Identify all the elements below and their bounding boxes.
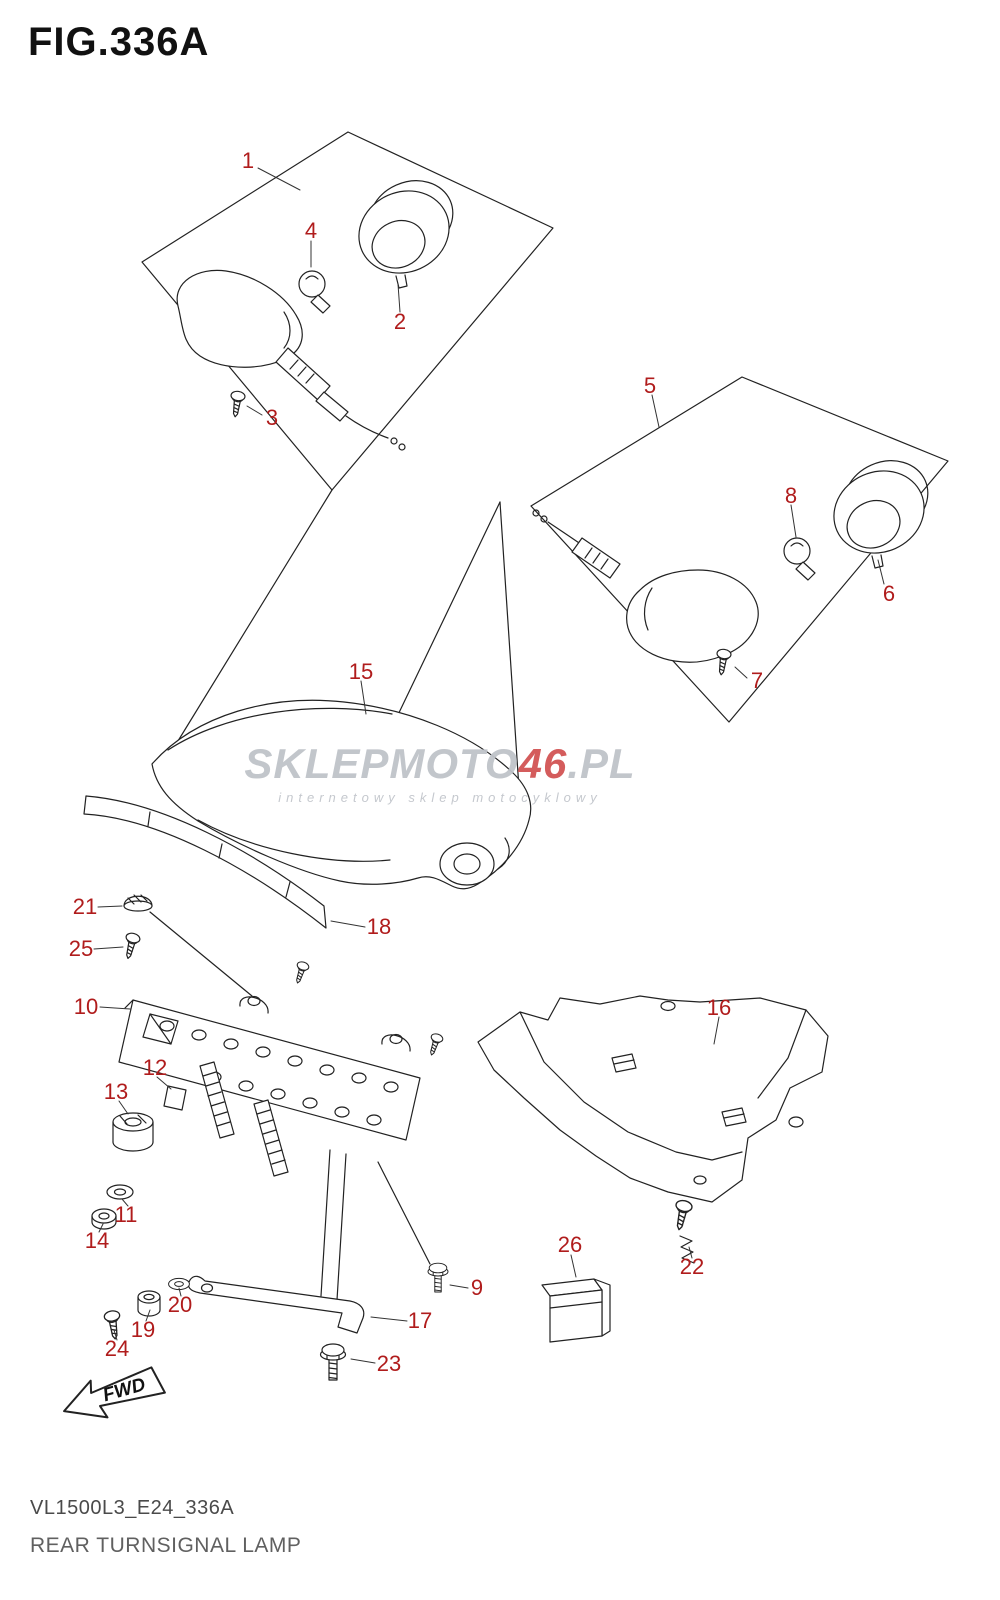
part-label-6: 6 [882, 581, 896, 606]
part-label-12: 12 [142, 1055, 168, 1080]
screw-3 [227, 389, 247, 419]
document-code: VL1500L3_E24_336A [30, 1497, 235, 1519]
figure-caption: REAR TURNSIGNAL LAMP [30, 1534, 302, 1557]
relay [541, 1278, 611, 1343]
signal-bracket-left [118, 959, 445, 1177]
part-label-5: 5 [643, 373, 657, 398]
bulb-left [298, 270, 326, 298]
lens-right [626, 569, 759, 663]
part-label-1: 1 [241, 148, 255, 173]
support-strip [187, 1275, 365, 1334]
part-label-2: 2 [393, 309, 407, 334]
part-label-24: 24 [104, 1336, 130, 1361]
lamp-housing-right [833, 460, 929, 554]
screw-25 [120, 931, 142, 961]
part-label-13: 13 [103, 1079, 129, 1104]
washer-11 [106, 1184, 134, 1200]
signal-bracket-right [477, 995, 829, 1203]
part-label-22: 22 [679, 1254, 705, 1279]
screw-7 [713, 647, 733, 677]
bolt-9 [427, 1262, 449, 1293]
leader-lines [93, 167, 885, 1364]
part-label-17: 17 [407, 1308, 433, 1333]
trim-strip [83, 795, 327, 929]
part-label-15: 15 [348, 659, 374, 684]
part-label-20: 20 [167, 1292, 193, 1317]
part-label-14: 14 [84, 1228, 110, 1253]
tail-cover [151, 699, 532, 890]
spacer-block-12 [163, 1085, 187, 1111]
cushion-grommet [123, 894, 153, 912]
part-label-9: 9 [470, 1275, 484, 1300]
figure-title: FIG.336A [28, 20, 210, 64]
tapping-screw-22 [670, 1198, 695, 1264]
mount-grommet [112, 1112, 154, 1152]
part-label-3: 3 [265, 405, 279, 430]
part-label-11: 11 [114, 1202, 138, 1227]
part-label-4: 4 [304, 218, 318, 243]
part-label-21: 21 [72, 894, 98, 919]
part-label-25: 25 [68, 936, 94, 961]
clamp-screw-right [425, 1031, 445, 1058]
part-label-7: 7 [750, 668, 764, 693]
part-label-10: 10 [73, 994, 99, 1019]
bolt-23 [319, 1343, 347, 1381]
bulb-right [783, 537, 811, 565]
part-label-16: 16 [706, 995, 732, 1020]
part-label-18: 18 [366, 914, 392, 939]
clamp-screw-left [291, 959, 311, 986]
part-label-8: 8 [784, 483, 798, 508]
turnsignal-assembly-left [141, 131, 554, 491]
nut-14 [91, 1208, 117, 1230]
fwd-arrow: FWD [63, 1366, 166, 1419]
part-label-19: 19 [130, 1317, 156, 1342]
turnsignal-assembly-right [530, 376, 949, 723]
part-label-26: 26 [557, 1232, 583, 1257]
lamp-housing-left [358, 180, 454, 274]
part-label-23: 23 [376, 1351, 402, 1376]
collar-nut-19 [137, 1290, 161, 1317]
lens-left [176, 269, 303, 368]
